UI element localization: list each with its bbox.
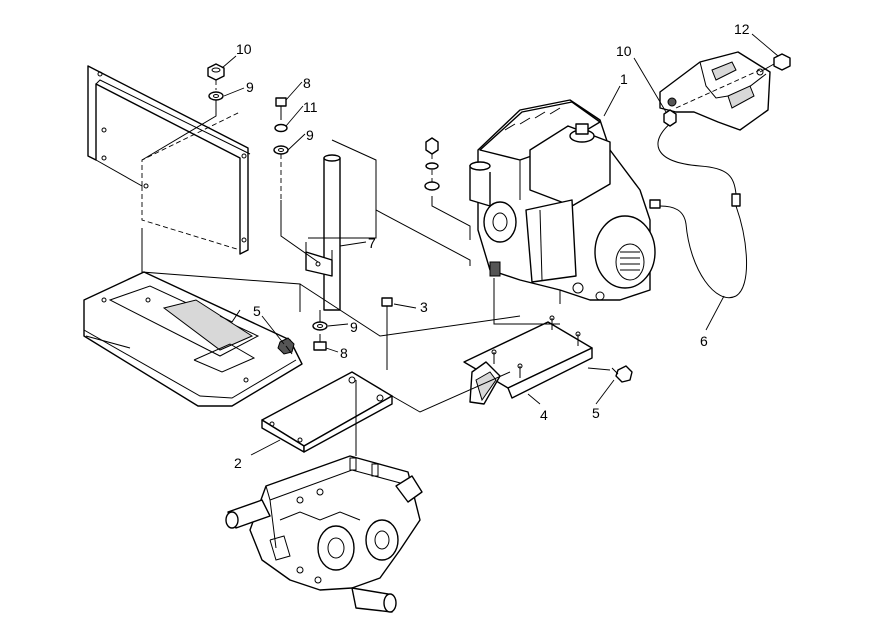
leader-lines [221, 33, 779, 456]
callout-9-left: 9 [246, 79, 254, 95]
callout-10-right: 10 [616, 43, 632, 59]
callout-5-left: 5 [253, 303, 261, 319]
callout-3: 3 [420, 299, 428, 315]
engine-mount-plate [463, 315, 593, 405]
handle-tube [305, 154, 341, 311]
callout-4: 4 [540, 407, 548, 423]
assembly-lines [141, 69, 761, 456]
bolt-3 [381, 297, 393, 307]
frame-panel [87, 65, 251, 255]
washer-9-middle [273, 145, 289, 155]
callout-10-left: 10 [236, 41, 252, 57]
washer-9-lower [312, 321, 328, 331]
callouts: 1 2 3 4 5 5 6 7 8 8 9 9 9 10 10 11 12 [234, 21, 750, 471]
transmission [225, 455, 423, 613]
callout-11: 11 [303, 99, 318, 115]
bolt-12 [773, 53, 791, 71]
fasteners [207, 53, 791, 383]
base-plate [83, 271, 303, 407]
bolt-5-right [615, 365, 633, 383]
callout-2: 2 [234, 455, 242, 471]
callout-9-lower: 9 [350, 319, 358, 335]
callout-8-top: 8 [303, 75, 311, 91]
callout-5-right: 5 [592, 405, 600, 421]
callout-12: 12 [734, 21, 750, 37]
throttle-cable [649, 115, 748, 299]
lock-washer-11 [274, 123, 288, 133]
callout-6: 6 [700, 333, 708, 349]
callout-9-middle: 9 [306, 127, 314, 143]
engine [469, 99, 656, 304]
callout-1: 1 [620, 71, 628, 87]
bolt-8-lower [313, 341, 327, 351]
callout-8-lower: 8 [340, 345, 348, 361]
washer-9-left [208, 91, 224, 101]
bolt-8-top [275, 97, 287, 107]
callout-7: 7 [368, 235, 376, 251]
nut-10-right [663, 109, 677, 127]
mounting-bracket [261, 371, 393, 453]
